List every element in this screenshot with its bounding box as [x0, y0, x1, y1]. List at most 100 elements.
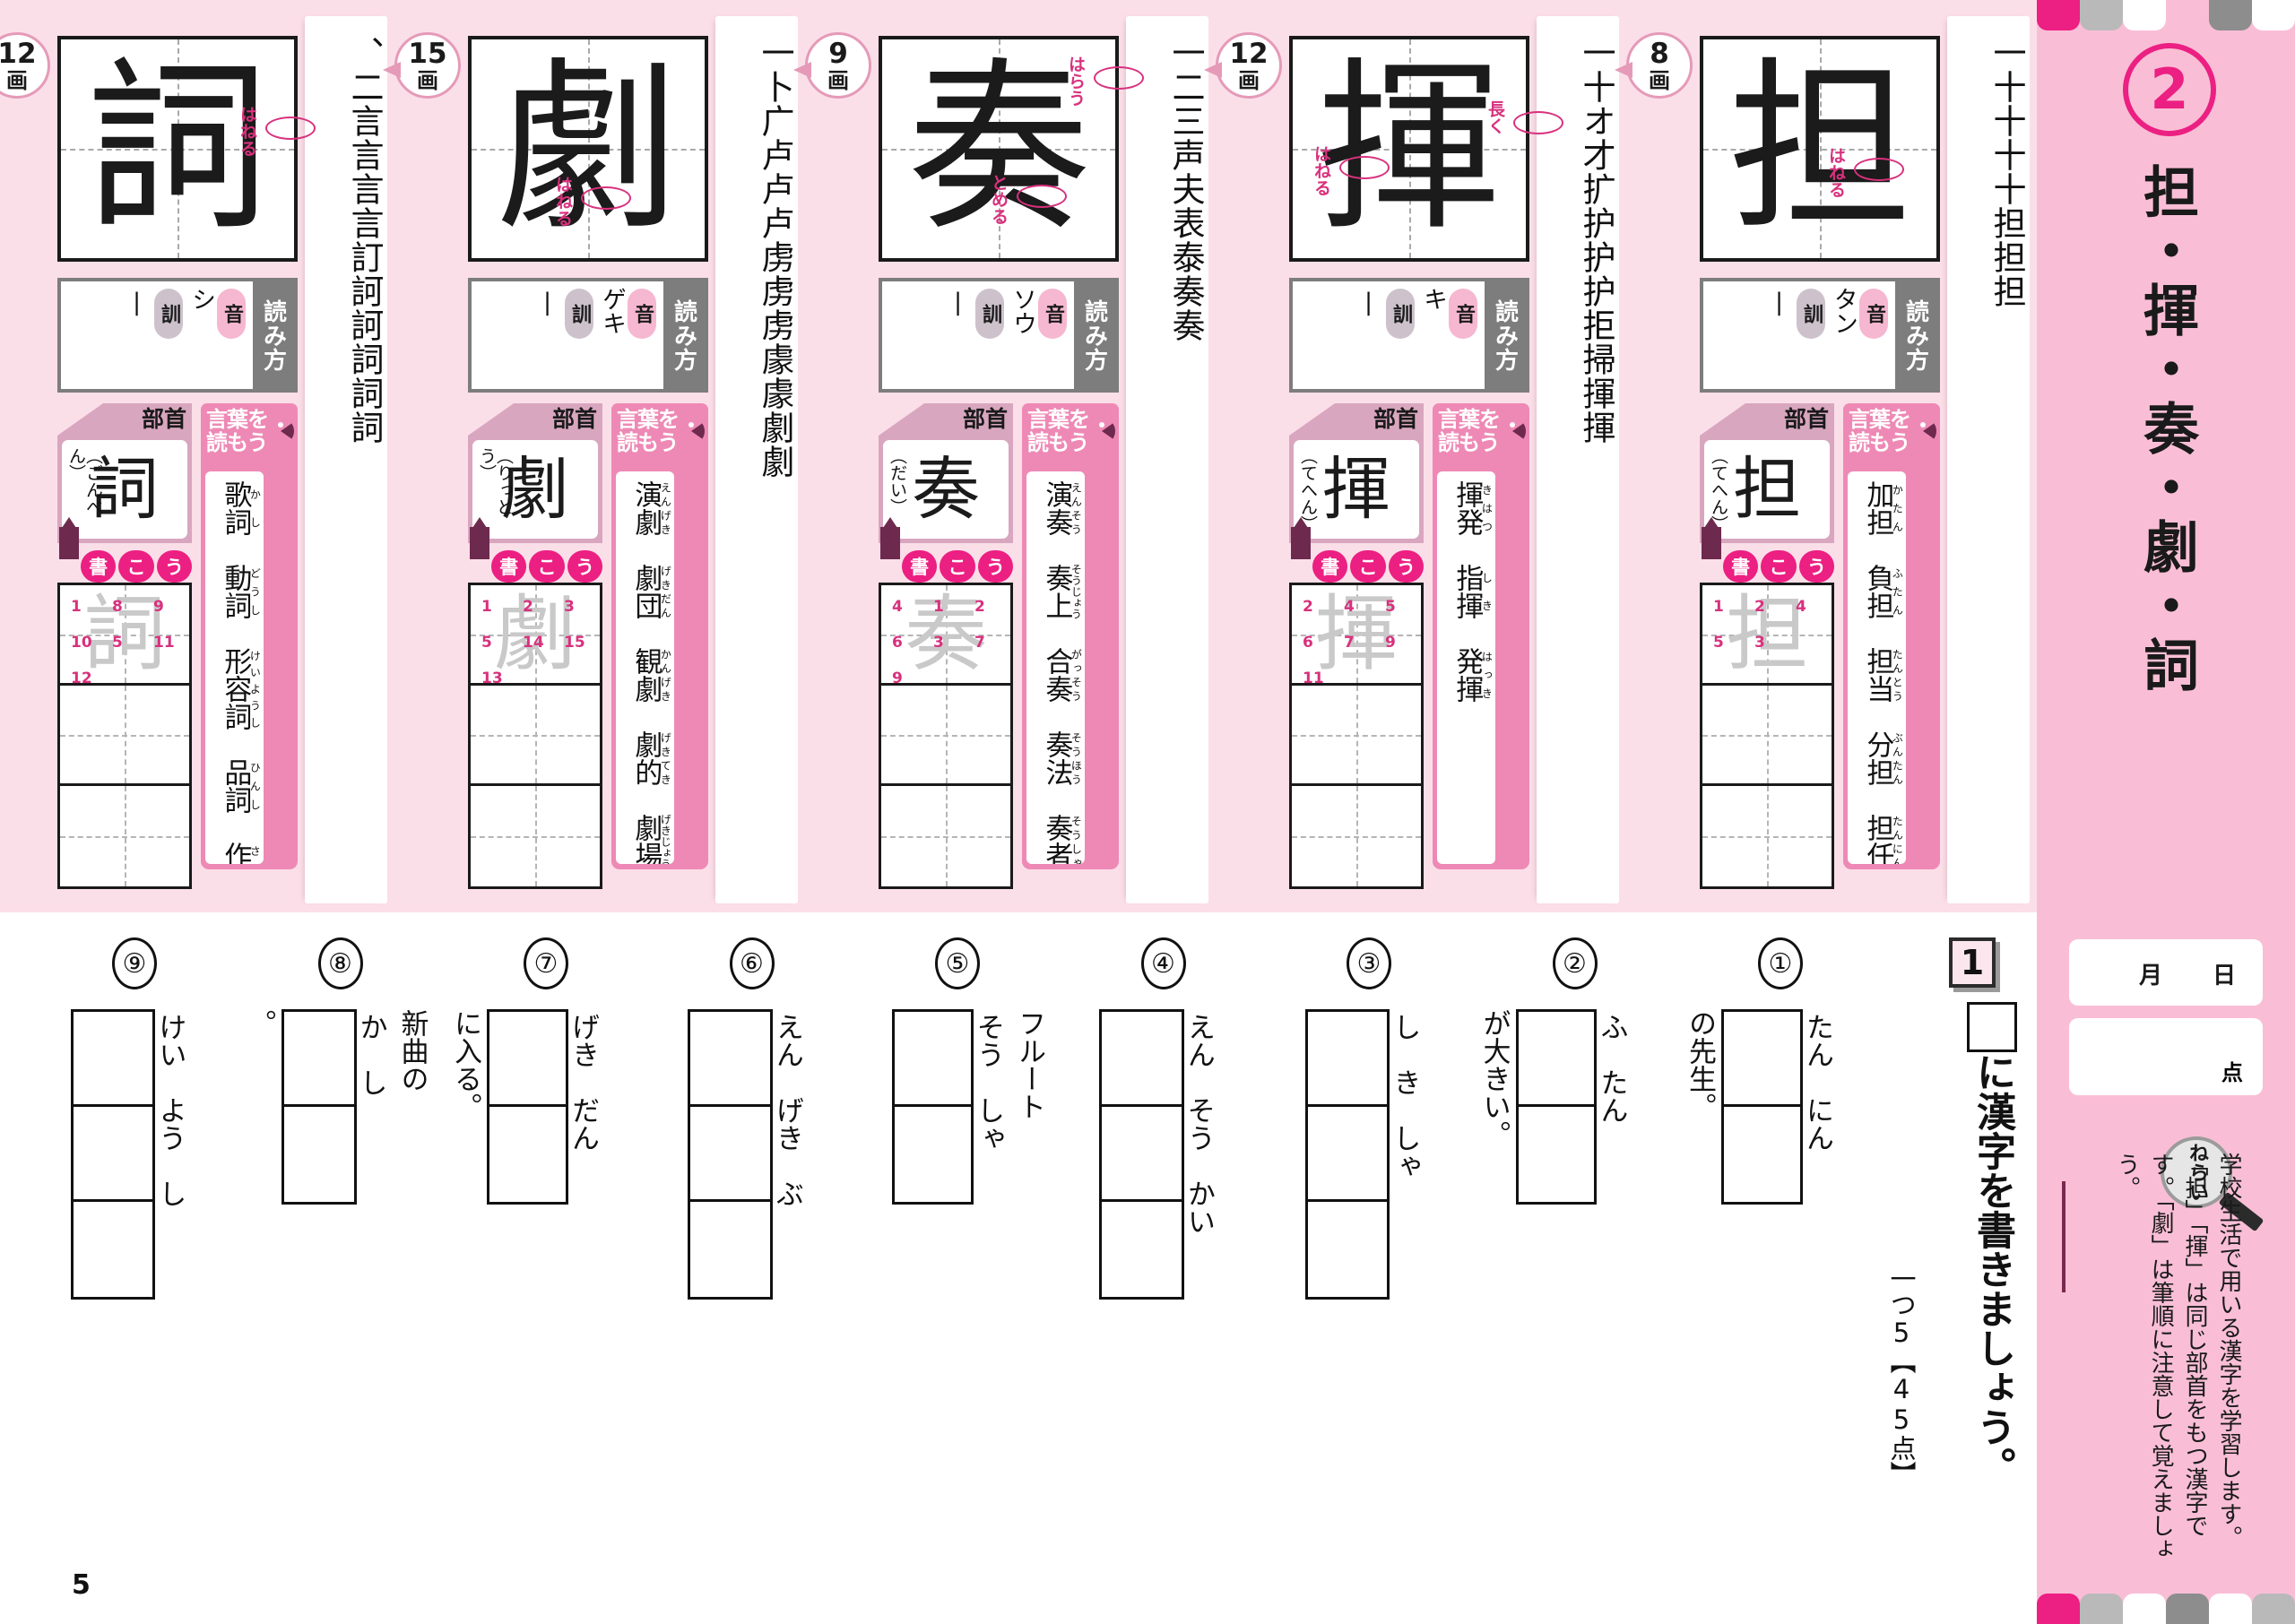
- answer-box[interactable]: [489, 1107, 566, 1202]
- practice-cell-empty-2[interactable]: [60, 786, 189, 886]
- exercise-item: ⑥ えん げき ぶ: [654, 934, 851, 1615]
- score-entry-box[interactable]: 点: [2069, 1018, 2263, 1095]
- pacman-eye-icon: [1510, 422, 1515, 428]
- item-row: えん げき ぶ: [654, 1009, 851, 1300]
- practice-cell-empty-1[interactable]: [881, 686, 1010, 786]
- bushu-inner: （てへん）揮: [1294, 440, 1419, 539]
- stroke-count-number: 12: [0, 37, 37, 70]
- reading-body[interactable]: 音シ訓: [61, 281, 253, 389]
- answer-boxes[interactable]: [1515, 1009, 1598, 1205]
- answer-box[interactable]: [283, 1012, 354, 1107]
- vocab-word-1: 奏上そうじょう: [1040, 564, 1083, 619]
- vocab-word-2: 形容詞けいようし: [219, 647, 262, 730]
- practice-cell-empty-2[interactable]: [881, 786, 1010, 886]
- answer-box[interactable]: [690, 1202, 769, 1297]
- answer-box[interactable]: [489, 1012, 566, 1107]
- decorative-tabs-bottom: [2037, 1594, 2295, 1624]
- practice-cell-empty-2[interactable]: [471, 786, 600, 886]
- item-number: ⑥: [729, 937, 775, 989]
- on-reading-value: シ: [187, 287, 215, 311]
- reading-label: 読み方: [663, 281, 705, 389]
- practice-cell-empty-2[interactable]: [1292, 786, 1421, 886]
- answer-boxes[interactable]: [892, 1009, 974, 1205]
- answer-box[interactable]: [895, 1107, 971, 1202]
- answer-boxes[interactable]: [688, 1009, 773, 1300]
- practice-cell-empty-1[interactable]: [60, 686, 189, 786]
- practice-cell-empty-1[interactable]: [1292, 686, 1421, 786]
- bushu-kanji: 揮: [1322, 449, 1390, 529]
- answer-box[interactable]: [1307, 1107, 1388, 1202]
- reading-body[interactable]: 音ゲキ訓: [472, 281, 663, 389]
- answer-box[interactable]: [1724, 1012, 1800, 1107]
- answer-boxes[interactable]: [1721, 1009, 1803, 1205]
- reading-body[interactable]: 音ソウ訓: [882, 281, 1074, 389]
- write-badge-3: う: [156, 550, 192, 583]
- stroke-count-unit: 画: [417, 67, 438, 93]
- answer-box[interactable]: [1518, 1012, 1595, 1107]
- practice-cell-empty-2[interactable]: [1702, 786, 1832, 886]
- stroke-count-number: 8: [1650, 37, 1669, 70]
- answer-boxes[interactable]: [281, 1009, 357, 1205]
- answer-box[interactable]: [1519, 1107, 1595, 1202]
- decor-tab-0: [2037, 1594, 2080, 1624]
- answer-boxes[interactable]: [1304, 1009, 1390, 1300]
- answer-box[interactable]: [1307, 1012, 1388, 1107]
- answer-box[interactable]: [690, 1107, 770, 1202]
- answer-box[interactable]: [74, 1202, 152, 1297]
- write-badge-2: こ: [1350, 550, 1386, 583]
- reading-label: 読み方: [1895, 281, 1936, 389]
- reading-body[interactable]: 音キ訓: [1293, 281, 1485, 389]
- answer-boxes[interactable]: [1099, 1009, 1184, 1300]
- cell-guide-h: [471, 836, 600, 838]
- answer-box[interactable]: [284, 1107, 354, 1202]
- stroke-order-column: 、二言言言言訂訶訶詞詞詞: [305, 16, 387, 903]
- decor-tab-3: [2166, 0, 2209, 30]
- answer-box[interactable]: [1308, 1202, 1387, 1297]
- reading-band: 読み方音タン訓: [1700, 278, 1940, 393]
- answer-box[interactable]: [1102, 1012, 1182, 1107]
- answer-boxes[interactable]: [487, 1009, 568, 1205]
- vocab-reading-2: けいようし: [248, 647, 262, 730]
- item-kana-reading: か し: [354, 1013, 387, 1096]
- practice-ghost-kanji: 劇: [493, 585, 576, 682]
- bushu-label: 部首: [1700, 403, 1834, 436]
- answer-boxes[interactable]: [70, 1009, 156, 1300]
- vocabulary-section: 言葉を読もう演劇えんげき 劇団げきだん 観劇かんげき 劇的げきてき 劇場げきじょ…: [611, 403, 708, 869]
- answer-box[interactable]: [73, 1012, 153, 1107]
- answer-box[interactable]: [895, 1012, 971, 1107]
- bushu-inner: （だい）奏: [883, 440, 1009, 539]
- bushu-name: （ごんべん）: [66, 447, 103, 515]
- reading-body[interactable]: 音タン訓: [1703, 281, 1895, 389]
- answer-box[interactable]: [1724, 1107, 1800, 1202]
- answer-box[interactable]: [1102, 1107, 1182, 1202]
- answer-box[interactable]: [690, 1012, 770, 1107]
- kanji-glyph: 揮: [1317, 41, 1502, 255]
- answer-box[interactable]: [1102, 1202, 1181, 1297]
- kanji-display-box: 奏はらうとめる: [879, 36, 1144, 262]
- practice-cell-empty-1[interactable]: [1702, 686, 1832, 786]
- bushu-label: 部首: [468, 403, 602, 436]
- bushu-section: 部首（りっとう）劇: [468, 403, 602, 543]
- practice-cell-empty-1[interactable]: [471, 686, 600, 786]
- vocab-word-3: 分担ぶんたん: [1861, 730, 1904, 786]
- date-entry-box[interactable]: 月 日: [2069, 939, 2263, 1006]
- bushu-box: （りっとう）劇: [468, 436, 602, 543]
- answer-box[interactable]: [73, 1107, 153, 1202]
